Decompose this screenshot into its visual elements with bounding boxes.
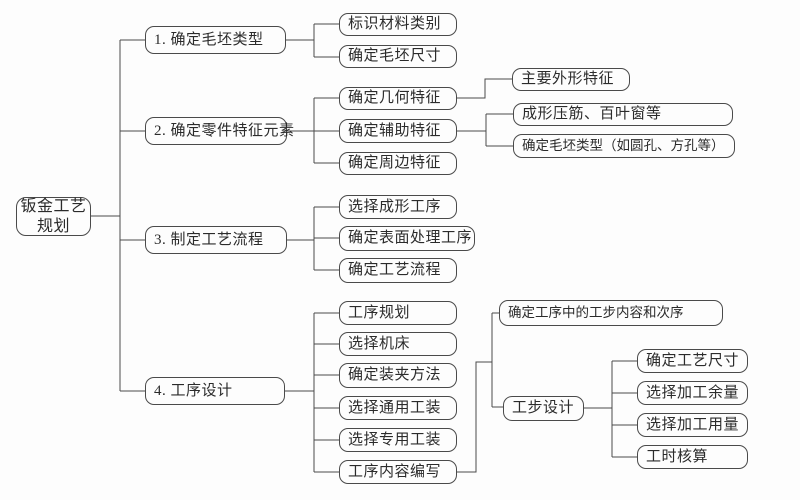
node-main-shape-features: 主要外形特征 <box>512 68 630 91</box>
node-determine-surface-treatment-process: 确定表面处理工序 <box>339 226 475 251</box>
connector-root-trunk <box>88 39 150 392</box>
node-3-develop-process-flow: 3. 制定工艺流程 <box>145 226 287 254</box>
node-determine-geometric-features: 确定几何特征 <box>339 87 457 110</box>
node-determine-blank-size: 确定毛坯尺寸 <box>339 45 457 68</box>
connector-feature-elements-children <box>283 97 344 164</box>
node-root-sheet-metal-process-planning: 钣金工艺 规划 <box>16 197 91 236</box>
connector-geometric-feature-child <box>454 78 517 99</box>
node-step-design: 工步设计 <box>503 396 584 421</box>
node-process-content-writing: 工序内容编写 <box>339 460 457 484</box>
node-working-hours-accounting: 工时核算 <box>637 445 748 469</box>
node-formed-ribs-louvers: 成形压筋、百叶窗等 <box>513 103 733 126</box>
connector-process-flow-children <box>283 206 344 271</box>
node-process-planning: 工序规划 <box>339 301 457 325</box>
connector-auxiliary-feature-children <box>454 113 518 147</box>
node-identify-material-category: 标识材料类别 <box>339 13 457 36</box>
node-select-special-tooling: 选择专用工装 <box>339 428 457 452</box>
connector-blank-type-children <box>283 23 344 58</box>
root-label-line2: 规划 <box>36 217 70 235</box>
node-select-general-tooling: 选择通用工装 <box>339 396 457 420</box>
node-determine-clamping-method: 确定装夹方法 <box>339 363 457 388</box>
node-determine-auxiliary-features: 确定辅助特征 <box>339 119 457 143</box>
node-4-process-design: 4. 工序设计 <box>145 377 285 405</box>
node-determine-peripheral-features: 确定周边特征 <box>339 152 457 175</box>
node-determine-step-content-and-order: 确定工序中的工步内容和次序 <box>499 300 723 326</box>
connector-step-design-children <box>581 360 642 458</box>
node-determine-blank-type-holes: 确定毛坯类型（如圆孔、方孔等） <box>513 134 735 158</box>
node-1-determine-blank-type: 1. 确定毛坯类型 <box>145 26 286 54</box>
root-label-line1: 钣金工艺 <box>20 198 87 216</box>
node-select-forming-process: 选择成形工序 <box>339 195 457 219</box>
node-determine-process-dimensions: 确定工艺尺寸 <box>637 349 748 373</box>
node-select-machine-tool: 选择机床 <box>339 332 457 356</box>
node-2-determine-part-feature-elements: 2. 确定零件特征元素 <box>145 117 294 145</box>
node-select-machining-parameters: 选择加工用量 <box>637 413 748 437</box>
node-determine-process-flow: 确定工艺流程 <box>339 258 457 283</box>
connector-process-design-children <box>283 312 344 473</box>
node-select-machining-allowance: 选择加工余量 <box>637 381 748 405</box>
connector-content-writing-children <box>454 312 508 473</box>
